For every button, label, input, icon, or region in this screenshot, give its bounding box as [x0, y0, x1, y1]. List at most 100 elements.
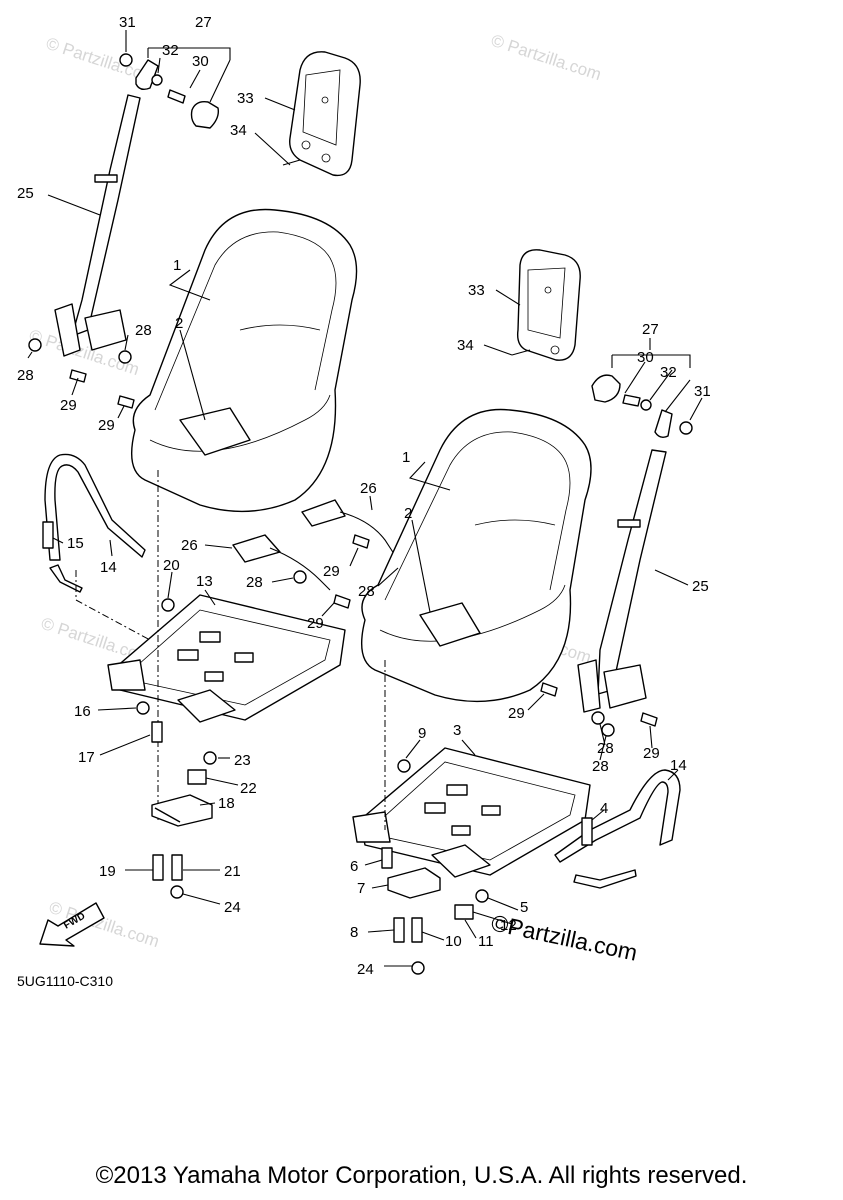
bolt-8 [393, 917, 405, 943]
bracket-18 [151, 794, 213, 827]
seatbelt-retractor-right [603, 664, 647, 709]
callout-6: 6 [350, 858, 358, 875]
seat-pad-left [179, 407, 251, 456]
callout-29: 29 [323, 563, 340, 580]
headrest-pad-right [516, 249, 581, 361]
callout-28: 28 [246, 574, 263, 591]
callout-9: 9 [418, 725, 426, 742]
washer-32-right [640, 399, 652, 411]
seatbelt-strap-right [597, 449, 667, 695]
left-seat-group: FWD [28, 51, 361, 947]
callout-33: 33 [237, 90, 254, 107]
bolt-15 [42, 521, 54, 549]
callout-27: 27 [642, 321, 659, 338]
callout-29: 29 [307, 615, 324, 632]
seat-pad-right [419, 602, 481, 647]
nut-20 [161, 598, 175, 612]
drawing-code: 5UG1110-C310 [17, 973, 113, 989]
callout-26: 26 [360, 480, 377, 497]
damper-22 [187, 769, 207, 785]
callout-12: 12 [500, 917, 517, 934]
cover-right [591, 374, 621, 403]
buckle-left [232, 534, 281, 563]
collar-16 [136, 701, 150, 715]
callout-26: 26 [181, 537, 198, 554]
seat-right [361, 408, 592, 703]
copyright-footer: ©2013 Yamaha Motor Corporation, U.S.A. A… [95, 1162, 748, 1189]
callout-28: 28 [17, 367, 34, 384]
seatbelt-strap-left [71, 94, 141, 337]
collar-28-f [601, 723, 615, 737]
callout-25: 25 [692, 578, 709, 595]
anchor-plate-right [654, 409, 673, 439]
bolt-21 [171, 854, 183, 881]
nut-5 [475, 889, 489, 903]
bolt-17 [151, 721, 163, 743]
callout-28: 28 [135, 322, 152, 339]
callout-1: 1 [173, 257, 181, 274]
callout-11: 11 [478, 933, 494, 950]
callout-4: 4 [600, 800, 608, 817]
bolt-10 [411, 917, 423, 943]
nut-24-right [411, 961, 425, 975]
collar-28-e [591, 711, 605, 725]
callout-32: 32 [162, 42, 179, 59]
buckle-right [301, 499, 346, 527]
callout-1: 1 [402, 449, 410, 466]
callout-27: 27 [195, 14, 212, 31]
collar-28-left [28, 338, 42, 352]
callout-19: 19 [99, 863, 116, 880]
callout-22: 22 [240, 780, 257, 797]
bolt-6 [381, 847, 393, 869]
nut-24-left [170, 885, 184, 899]
callout-34: 34 [457, 337, 474, 354]
callout-28: 28 [592, 758, 609, 775]
callout-24: 24 [357, 961, 374, 978]
bolt-30-right [622, 394, 641, 407]
callout-31: 31 [119, 14, 136, 31]
grab-bar-left [44, 453, 146, 561]
callout-21: 21 [224, 863, 241, 880]
collar-28-left-b [118, 350, 132, 364]
callout-28: 28 [358, 583, 375, 600]
watermark: © Partzilla.com [489, 31, 604, 84]
partzilla-brand: ©Partzilla.com [489, 909, 640, 965]
seat-left [131, 208, 358, 513]
callout-31: 31 [694, 383, 711, 400]
bolt-29-left [69, 369, 87, 383]
callout-32: 32 [660, 364, 677, 381]
nut-31-right [679, 421, 693, 435]
callout-30: 30 [637, 349, 654, 366]
washer-32-left [151, 74, 163, 86]
callout-28: 28 [597, 740, 614, 757]
callout-3: 3 [453, 722, 461, 739]
bolt-4 [581, 817, 593, 846]
callout-33: 33 [468, 282, 485, 299]
callout-29: 29 [98, 417, 115, 434]
callout-14: 14 [100, 559, 117, 576]
callout-10: 10 [445, 933, 462, 950]
bolt-29-d [352, 534, 370, 549]
callout-29: 29 [60, 397, 77, 414]
leader-lines [27, 30, 703, 967]
bolt-29-c [333, 594, 351, 609]
nut-23 [203, 751, 217, 765]
callout-25: 25 [17, 185, 34, 202]
nut-31-left [119, 53, 133, 67]
nut-9 [397, 759, 411, 773]
callout-2: 2 [404, 505, 412, 522]
collar-28-c [293, 570, 307, 584]
damper-12 [454, 904, 474, 920]
callout-16: 16 [74, 703, 91, 720]
seat-base-left [114, 594, 346, 721]
headrest-pad-left [289, 51, 361, 177]
bracket-7 [387, 867, 441, 899]
callout-13: 13 [196, 573, 213, 590]
callout-17: 17 [78, 749, 95, 766]
bolt-29-left-b [117, 395, 135, 409]
callout-20: 20 [163, 557, 180, 574]
callout-14: 14 [670, 757, 687, 774]
callout-15: 15 [67, 535, 84, 552]
bolt-29-f [640, 712, 658, 727]
callout-labels: 31 27 32 30 33 34 25 1 2 28 28 29 29 15 … [17, 14, 711, 978]
